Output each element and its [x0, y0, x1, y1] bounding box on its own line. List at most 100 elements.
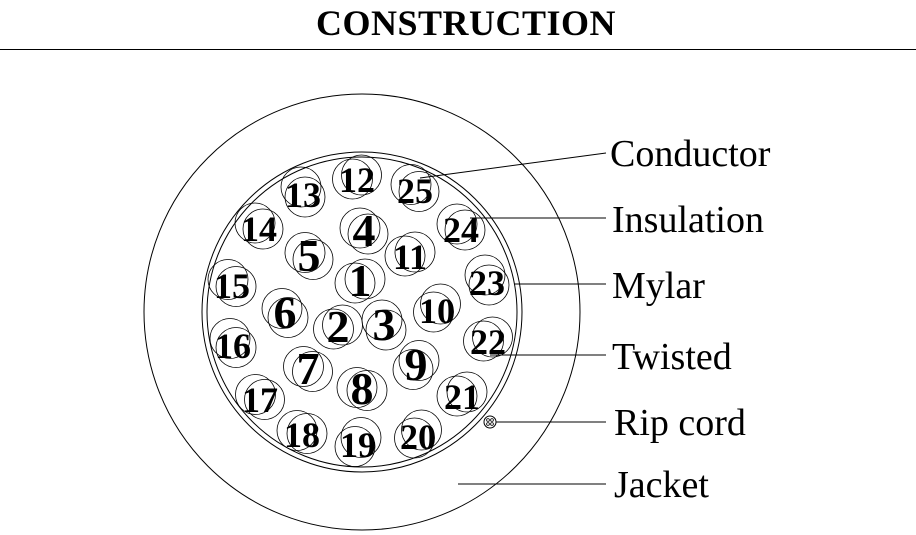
- pair-number: 9: [405, 339, 428, 390]
- pair-4-conductor-1: [339, 207, 381, 249]
- jacket-outer-circle: [143, 93, 581, 531]
- pair-22-conductor-1: [463, 320, 504, 362]
- pair-24: 24: [436, 203, 486, 251]
- pair-3: 3: [361, 299, 407, 351]
- pair-19: 19: [334, 417, 382, 467]
- pair-25-conductor-1: [398, 171, 440, 212]
- label-mylar: Mylar: [612, 265, 705, 307]
- pair-12-conductor-1: [332, 158, 373, 200]
- pair-8-conductor-2: [346, 370, 388, 411]
- pair-number: 18: [284, 415, 320, 455]
- pair-7-conductor-2: [283, 346, 324, 387]
- pair-12-conductor-2: [341, 154, 382, 196]
- pair-11: 11: [384, 231, 436, 277]
- pair-25: 25: [390, 164, 440, 212]
- pair-23-conductor-1: [468, 264, 510, 306]
- pair-3-conductor-1: [365, 309, 407, 351]
- pair-6-conductor-1: [261, 288, 303, 329]
- pair-13: 13: [280, 166, 326, 218]
- pair-number: 14: [241, 209, 277, 249]
- pair-8: 8: [336, 363, 388, 414]
- pair-16-conductor-1: [209, 318, 251, 359]
- pair-5-conductor-1: [292, 239, 334, 280]
- pair-9-conductor-2: [392, 349, 434, 390]
- pair-16: 16: [209, 318, 257, 368]
- pair-20-conductor-2: [401, 409, 442, 451]
- pair-number: 13: [285, 175, 321, 215]
- pair-15-conductor-2: [207, 259, 249, 300]
- pair-number: 25: [397, 171, 433, 211]
- pair-10: 10: [413, 283, 461, 333]
- pair-15: 15: [207, 259, 257, 307]
- pair-number: 16: [215, 326, 251, 366]
- label-conductor: Conductor: [610, 133, 771, 175]
- pair-25-conductor-2: [390, 164, 432, 205]
- label-twisted: Twisted: [612, 336, 732, 378]
- pair-20: 20: [394, 409, 442, 459]
- pair-21: 21: [436, 371, 488, 417]
- pair-7: 7: [283, 343, 333, 394]
- title-underline: [0, 49, 916, 50]
- pair-number: 17: [242, 380, 278, 420]
- pair-10-conductor-1: [413, 291, 454, 333]
- pair-2: 2: [313, 301, 363, 352]
- pair-23-conductor-2: [464, 254, 506, 296]
- pair-number: 15: [214, 266, 250, 306]
- pair-7-conductor-1: [292, 351, 333, 392]
- pair-21-conductor-2: [436, 375, 478, 417]
- pair-5-conductor-2: [284, 232, 326, 273]
- pair-number: 5: [298, 230, 321, 281]
- pair-18: 18: [276, 410, 328, 455]
- pair-1-conductor-2: [334, 262, 376, 304]
- mylar-inner-circle: [206, 156, 518, 468]
- label-rip-cord: Rip cord: [614, 402, 746, 444]
- pair-24-conductor-2: [444, 209, 486, 251]
- pair-number: 19: [340, 425, 376, 465]
- pair-16-conductor-2: [215, 327, 257, 368]
- pair-17-conductor-2: [235, 374, 276, 415]
- pair-18-conductor-2: [286, 413, 328, 454]
- pair-1-conductor-1: [344, 258, 386, 300]
- pair-19-conductor-1: [340, 417, 382, 458]
- pair-6-conductor-2: [267, 297, 309, 338]
- rip-cord: [483, 415, 497, 429]
- pair-11-conductor-1: [394, 231, 436, 273]
- pair-number: 8: [351, 363, 374, 414]
- pair-number: 24: [443, 210, 479, 250]
- mylar-outer-circle: [201, 151, 523, 473]
- pair-22-conductor-2: [472, 316, 513, 358]
- pair-20-conductor-1: [394, 417, 435, 459]
- pair-19-conductor-2: [334, 426, 376, 467]
- pair-9-conductor-1: [398, 340, 440, 381]
- pair-number: 21: [444, 377, 480, 417]
- pair-number: 20: [400, 417, 436, 457]
- pair-number: 1: [349, 255, 372, 306]
- pair-14: 14: [234, 202, 284, 250]
- pair-23: 23: [464, 254, 510, 306]
- pair-17: 17: [235, 374, 285, 420]
- pair-number: 23: [469, 263, 505, 303]
- pair-12: 12: [332, 154, 382, 200]
- pair-number: 12: [339, 160, 375, 200]
- pair-10-conductor-2: [420, 283, 461, 325]
- leader-conductor: [419, 152, 607, 179]
- pair-number: 22: [470, 322, 506, 362]
- pair-number: 3: [373, 299, 396, 350]
- pair-number: 4: [353, 205, 376, 256]
- pair-4-conductor-2: [347, 213, 389, 255]
- pair-24-conductor-1: [436, 203, 478, 245]
- pair-1: 1: [334, 255, 386, 306]
- label-jacket: Jacket: [614, 464, 709, 506]
- pair-11-conductor-2: [384, 235, 426, 277]
- pair-number: 11: [393, 237, 427, 277]
- label-insulation: Insulation: [612, 199, 764, 241]
- pair-number: 6: [274, 287, 297, 338]
- pair-2-conductor-1: [313, 308, 354, 350]
- diagram-title: CONSTRUCTION: [315, 3, 617, 43]
- pair-13-conductor-1: [284, 176, 326, 218]
- pair-5: 5: [284, 230, 334, 281]
- pair-17-conductor-1: [244, 379, 285, 420]
- pair-3-conductor-2: [361, 299, 403, 341]
